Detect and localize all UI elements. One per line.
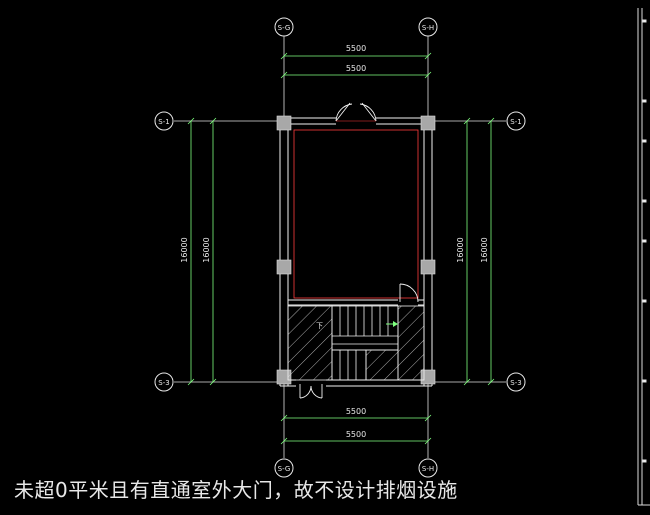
columns	[276, 115, 436, 385]
dim-bottom-inner: 5500	[346, 430, 366, 439]
dim-bottom-outer: 5500	[346, 407, 366, 416]
svg-text:S-3: S-3	[158, 379, 169, 387]
grid-bubble-bottom-left: S-G	[274, 458, 294, 478]
svg-text:S-H: S-H	[422, 465, 434, 473]
dimension-lines	[187, 52, 495, 445]
grid-bubble-left-bottom: S-3	[154, 372, 174, 392]
dim-right-inner: 16000	[480, 237, 489, 262]
dim-right-outer: 16000	[456, 237, 465, 262]
bottom-double-door	[299, 384, 323, 399]
dim-top-inner: 5500	[346, 64, 366, 73]
stair-direction-label: 下	[316, 322, 323, 330]
svg-text:S-H: S-H	[422, 24, 434, 32]
inner-door	[399, 283, 419, 303]
dim-left-inner: 16000	[202, 237, 211, 262]
grid-bubble-top-right: S-H	[418, 17, 438, 37]
svg-text:S-1: S-1	[510, 118, 521, 126]
grid-bubble-bottom-right: S-H	[418, 458, 438, 478]
grid-bubble-left-top: S-1	[154, 111, 174, 131]
room-outline	[293, 129, 419, 299]
grid-bubble-right-bottom: S-3	[506, 372, 526, 392]
svg-text:S-1: S-1	[158, 118, 169, 126]
stairwell: 下	[287, 305, 425, 381]
dim-top-outer: 5500	[346, 44, 366, 53]
dim-left-outer: 16000	[180, 237, 189, 262]
title-block-frame	[637, 8, 650, 506]
grid-bubble-right-top: S-1	[506, 111, 526, 131]
svg-text:S-G: S-G	[278, 24, 291, 32]
grid-bubble-top-left: S-G	[274, 17, 294, 37]
fire-smoke-note: 未超0平米且有直通室外大门，故不设计排烟设施	[14, 478, 458, 502]
svg-text:S-3: S-3	[510, 379, 521, 387]
svg-text:S-G: S-G	[278, 465, 291, 473]
top-double-door	[335, 102, 377, 122]
